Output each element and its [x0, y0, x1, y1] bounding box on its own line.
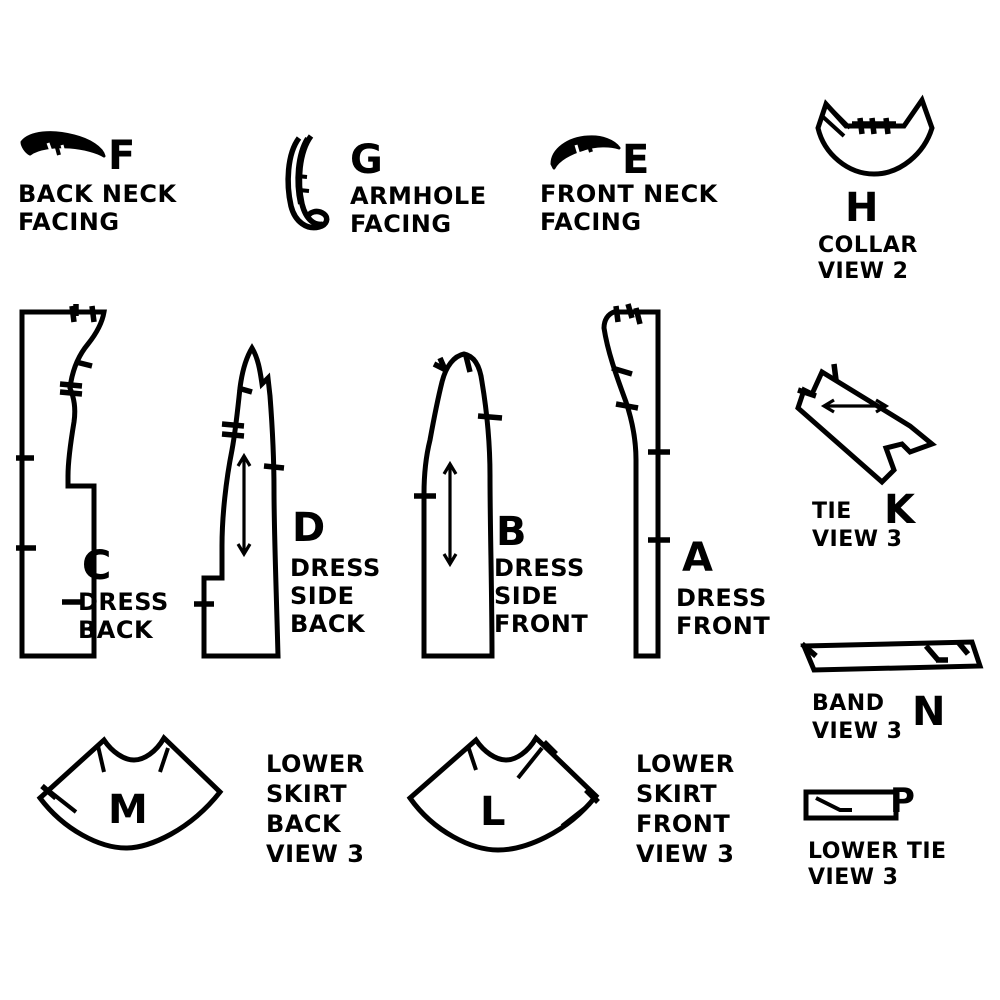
pattern-piece-N-name-line2: VIEW 3 [812, 719, 903, 744]
pattern-piece-P-name-line1: LOWER TIE [808, 839, 947, 864]
pattern-piece-L-name-line2: SKIRT [636, 780, 718, 808]
pattern-piece-L-letter: L [480, 789, 506, 835]
pattern-piece-P-letter: P [890, 781, 915, 821]
pattern-piece-B-shape[interactable] [412, 344, 516, 662]
pattern-piece-F-shape[interactable] [18, 128, 108, 174]
pattern-piece-G-name-line2: FACING [350, 210, 452, 238]
pattern-piece-B-name-line2: SIDE [494, 582, 559, 610]
pattern-piece-K-name-line2: VIEW 3 [812, 527, 903, 552]
pattern-piece-K-shape[interactable] [790, 356, 940, 492]
pattern-piece-M-name-line1: LOWER [266, 750, 365, 778]
pattern-piece-C-name-line1: DRESS [78, 588, 169, 616]
pattern-piece-D-name-line2: SIDE [290, 582, 355, 610]
pattern-piece-L-shape[interactable] [398, 726, 614, 864]
pattern-piece-H-letter: H [845, 185, 879, 231]
pattern-piece-N-shape[interactable] [798, 636, 984, 680]
pattern-piece-H-shape[interactable] [800, 94, 950, 186]
pattern-piece-N-letter: N [912, 689, 946, 735]
pattern-piece-H-name-line2: VIEW 2 [818, 259, 909, 284]
pattern-piece-G-shape[interactable] [285, 132, 341, 232]
pattern-piece-H-name-line1: COLLAR [818, 233, 918, 258]
pattern-piece-E-name-line2: FACING [540, 208, 642, 236]
pattern-piece-C-letter: C [82, 543, 112, 589]
pattern-piece-F-letter: F [108, 133, 136, 179]
pattern-piece-M-letter: M [108, 787, 148, 833]
pattern-piece-E-shape[interactable] [546, 132, 622, 174]
pattern-piece-D-name-line3: BACK [290, 610, 366, 638]
pattern-piece-M-name-line4: VIEW 3 [266, 840, 365, 868]
pattern-piece-D-name-line1: DRESS [290, 554, 381, 582]
pattern-piece-K-letter: K [884, 487, 915, 533]
pattern-piece-G-letter: G [350, 137, 383, 183]
pattern-piece-D-shape[interactable] [194, 340, 304, 662]
pattern-piece-A-shape[interactable] [592, 300, 678, 662]
pattern-piece-L-name-line3: FRONT [636, 810, 731, 838]
pattern-piece-M-name-line2: SKIRT [266, 780, 348, 808]
pattern-piece-B-name-line1: DRESS [494, 554, 585, 582]
pattern-piece-B-letter: B [496, 509, 527, 555]
pattern-piece-N-name-line1: BAND [812, 691, 885, 716]
pattern-piece-M-name-line3: BACK [266, 810, 342, 838]
pattern-piece-B-name-line3: FRONT [494, 610, 589, 638]
pattern-piece-A-name-line2: FRONT [676, 612, 771, 640]
pattern-piece-D-letter: D [292, 505, 326, 551]
pattern-piece-A-letter: A [682, 535, 713, 581]
pattern-piece-F-name-line1: BACK NECK [18, 180, 177, 208]
pattern-piece-K-name-line1: TIE [812, 499, 852, 524]
pattern-piece-C-name-line2: BACK [78, 616, 154, 644]
pattern-piece-L-name-line1: LOWER [636, 750, 735, 778]
pattern-piece-E-letter: E [622, 137, 650, 183]
pattern-piece-C-shape[interactable] [16, 300, 116, 662]
pattern-piece-P-shape[interactable] [800, 786, 904, 824]
pattern-piece-L-name-line4: VIEW 3 [636, 840, 735, 868]
pattern-piece-F-name-line2: FACING [18, 208, 120, 236]
pattern-piece-E-name-line1: FRONT NECK [540, 180, 718, 208]
pattern-piece-M-shape[interactable] [30, 726, 240, 864]
pattern-piece-A-name-line1: DRESS [676, 584, 767, 612]
pattern-piece-P-name-line2: VIEW 3 [808, 865, 899, 890]
pattern-piece-G-name-line1: ARMHOLE [350, 182, 487, 210]
